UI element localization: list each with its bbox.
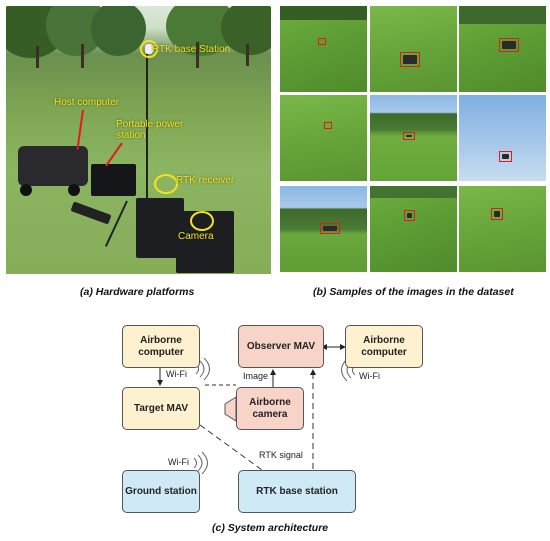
sample-image [370,186,457,272]
node-airborne-computer-left: Airborne computer [122,325,200,368]
host-computer-label: Host computer [54,97,120,108]
portable-power-station-label: Portable power station [116,119,184,141]
node-airborne-camera: Airborne camera [236,387,304,430]
label-wifi-ground: Wi-Fi [168,457,189,467]
sample-image [459,95,546,181]
sample-image [280,186,367,272]
sample-image [370,95,457,181]
camera-lens-shape [224,396,237,422]
rtk-receiver-marker [154,174,178,194]
wagon-wheel [68,184,80,196]
sample-image [280,95,367,181]
node-target-mav: Target MAV [122,387,200,430]
host-computer-monitor [91,164,136,196]
node-airborne-computer-right: Airborne computer [345,325,423,368]
label-wifi-right: Wi-Fi [359,371,380,381]
hardware-photo: RTK base Station Host computer Portable … [6,6,271,274]
sample-image [370,6,457,92]
node-rtk-base-station: RTK base station [238,470,356,513]
caption-system-architecture: (c) System architecture [212,522,329,534]
wifi-icon [193,451,208,475]
sample-image [459,186,546,272]
sample-image [280,6,367,92]
rtk-base-station-label: RTK base Station [152,44,231,55]
node-observer-mav: Observer MAV [238,325,324,368]
rtk-receiver-label: RTK receiver [176,175,235,186]
caption-hardware-platforms: (a) Hardware platforms [80,286,195,298]
caption-dataset-samples: (b) Samples of the images in the dataset [313,286,514,298]
tripod-mast [146,54,148,204]
wagon-cart [18,146,88,186]
label-wifi-left: Wi-Fi [166,369,187,379]
label-image: Image [243,371,269,381]
wagon-wheel [20,184,32,196]
rtk-link-target [199,424,263,471]
camera-label: Camera [178,231,214,242]
rtk-base-marker [140,40,158,58]
camera-marker [190,211,214,231]
node-ground-station: Ground station [122,470,200,513]
label-rtk-signal: RTK signal [259,450,303,460]
sample-image [459,6,546,92]
